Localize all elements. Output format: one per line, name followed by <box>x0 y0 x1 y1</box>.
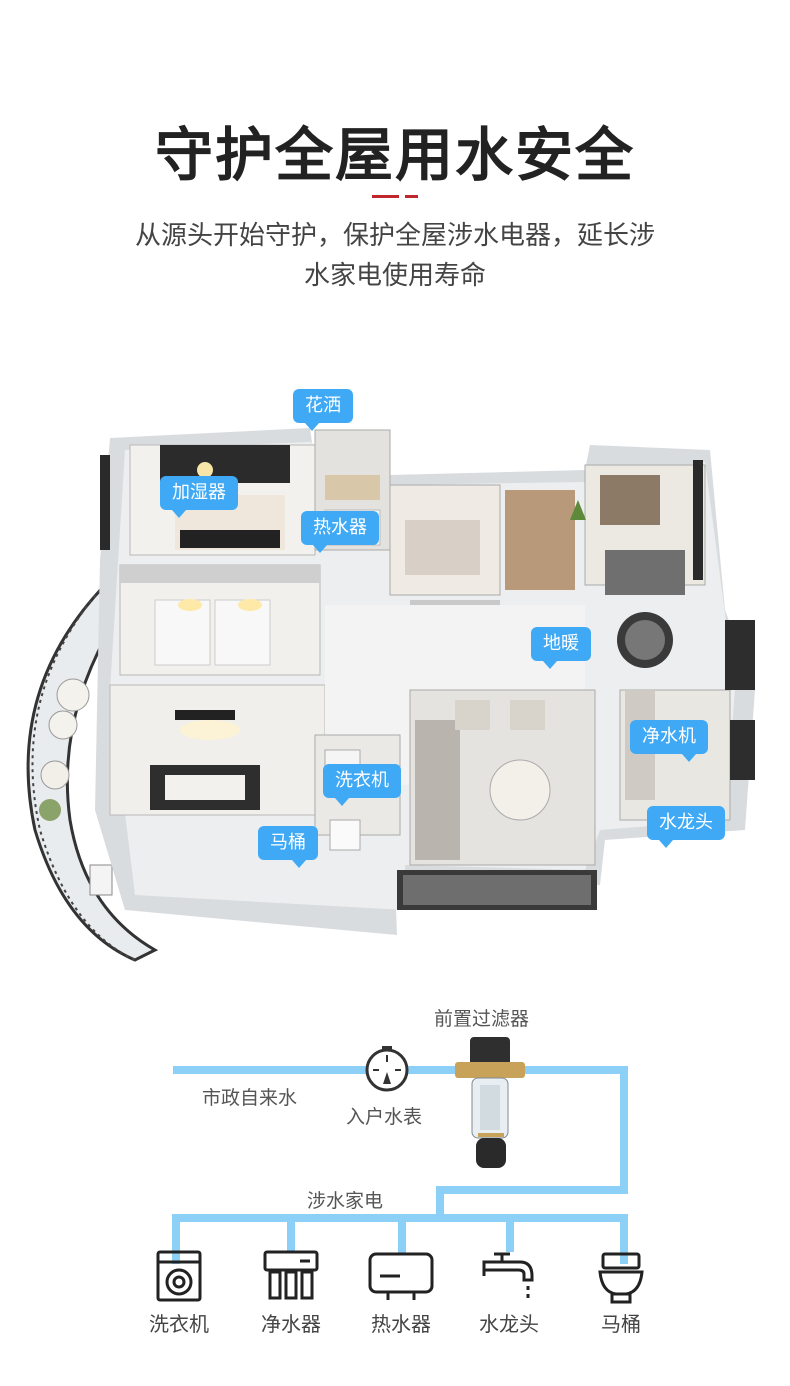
water-purifier-icon <box>263 1250 319 1300</box>
water-pipes <box>172 1066 628 1264</box>
pre-filter-icon <box>455 1037 525 1168</box>
page-title: 守护全屋用水安全 <box>154 121 635 189</box>
tag-floor-heating: 地暖 <box>531 627 591 669</box>
subtitle-line-2: 水家电使用寿命 <box>303 261 486 291</box>
appliance-label-faucet: 水龙头 <box>479 1312 539 1336</box>
subtitle-line-1: 从源头开始守护，保护全屋涉水电器，延长涉 <box>134 221 655 251</box>
tag-faucet: 水龙头 <box>647 806 725 848</box>
title-accent-divider <box>372 195 418 198</box>
appliance-label-toilet: 马桶 <box>601 1312 641 1336</box>
appliances-label: 涉水家电 <box>307 1190 384 1212</box>
water-meter-icon <box>365 1046 409 1092</box>
tag-water-purifier: 净水机 <box>630 720 708 762</box>
water-heater-icon <box>368 1252 434 1300</box>
toilet-icon <box>598 1252 644 1304</box>
tag-toilet: 马桶 <box>258 826 318 868</box>
tag-water-heater: 热水器 <box>301 511 379 553</box>
appliance-label-water-heater: 热水器 <box>371 1312 431 1336</box>
tag-humidifier: 加湿器 <box>160 476 238 518</box>
tag-shower: 花洒 <box>293 389 353 431</box>
faucet-icon <box>482 1252 534 1298</box>
appliance-label-washing-machine: 洗衣机 <box>149 1312 209 1336</box>
page-subtitle: 从源头开始守护，保护全屋涉水电器，延长涉 水家电使用寿命 <box>0 216 790 296</box>
tag-washing-machine: 洗衣机 <box>323 764 401 806</box>
appliance-label-water-purifier: 净水器 <box>261 1312 321 1336</box>
pre-filter-label: 前置过滤器 <box>434 1008 530 1030</box>
washing-machine-icon <box>156 1250 202 1302</box>
municipal-water-label: 市政自来水 <box>202 1087 298 1109</box>
water-meter-label: 入户水表 <box>346 1106 423 1128</box>
